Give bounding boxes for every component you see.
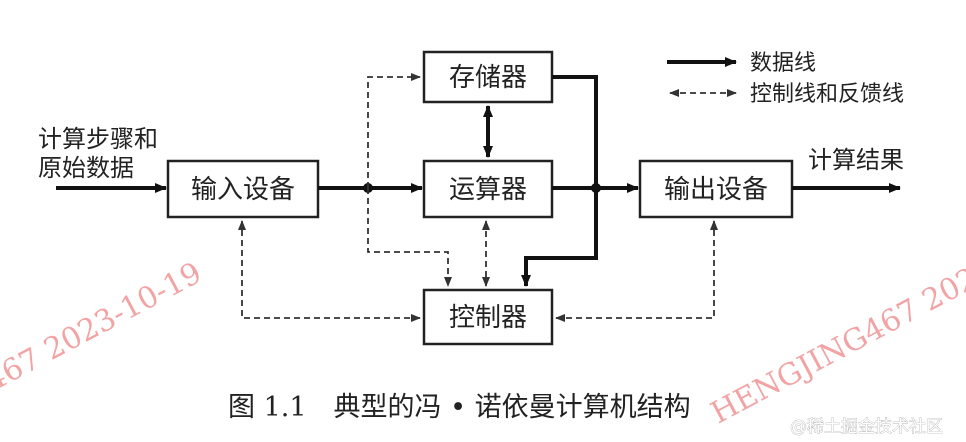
input-device-box: 输入设备 xyxy=(166,159,320,219)
output-label: 计算结果 xyxy=(808,146,904,174)
legend: 数据线 控制线和反馈线 xyxy=(667,51,904,107)
alu-label: 运算器 xyxy=(449,175,527,205)
storage-label: 存储器 xyxy=(449,63,527,93)
output-device-box: 输出设备 xyxy=(638,159,794,219)
junction-dot-right xyxy=(591,183,601,193)
storage-box: 存储器 xyxy=(422,50,554,104)
site-watermark: @稀土掘金技术社区 xyxy=(790,417,943,437)
controller-box: 控制器 xyxy=(422,288,554,346)
output-device-label: 输出设备 xyxy=(664,175,768,205)
ctrl-line-junction-to-storage xyxy=(367,73,421,188)
ctrl-line-controller-output-device xyxy=(555,220,718,322)
input-label-line2: 原始数据 xyxy=(38,154,134,182)
input-label-line1: 计算步骤和 xyxy=(38,125,158,153)
figure-caption: 图 1.1 典型的冯 • 诺依曼计算机结构 xyxy=(228,392,691,423)
input-device-label: 输入设备 xyxy=(191,175,295,205)
watermark-left: 467 2023-10-19 xyxy=(0,256,207,399)
legend-data-line-label: 数据线 xyxy=(750,51,816,76)
alu-box: 运算器 xyxy=(422,159,554,219)
legend-control-line-label: 控制线和反馈线 xyxy=(750,82,904,107)
controller-label: 控制器 xyxy=(449,303,527,333)
data-line-storage-to-bus xyxy=(552,75,598,188)
ctrl-line-controller-input-device xyxy=(238,220,421,322)
watermark-right: HENGJING467 2023-10-1 xyxy=(705,216,966,431)
